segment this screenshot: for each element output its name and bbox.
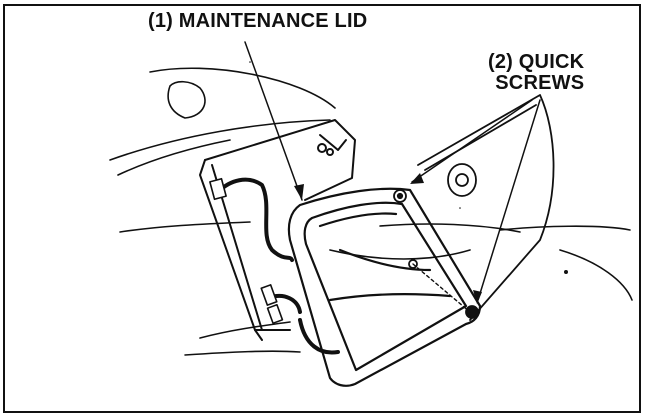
- leader-arrowheads: [294, 173, 482, 304]
- callout-quick-screws-line2: SCREWS: [495, 72, 585, 94]
- callout-quick-screws: (2) QUICK SCREWS: [488, 52, 584, 94]
- alignment-dotted-line: [412, 263, 471, 313]
- side-panel: [417, 94, 555, 321]
- leader-screw-top: [411, 99, 533, 183]
- arrowhead-screw-bottom: [473, 290, 482, 304]
- print-specks: [249, 61, 568, 274]
- arrowhead-lid: [294, 184, 304, 200]
- leader-screw-bottom: [477, 99, 541, 301]
- maintenance-lid-frame: [287, 187, 482, 387]
- leader-lines: [244, 41, 541, 301]
- callout-maintenance-lid: (1) MAINTENANCE LID: [148, 10, 368, 32]
- wire-connectors: [209, 177, 284, 325]
- wire-harness: [216, 177, 340, 355]
- vehicle-body-lines: [109, 67, 633, 356]
- panel-fitting-inner: [455, 173, 469, 187]
- panel-fitting-outer: [447, 163, 477, 197]
- body-opening: [199, 119, 356, 341]
- callout-quick-screws-line1: (2) QUICK: [488, 51, 585, 73]
- arrowhead-screw-top: [410, 173, 424, 184]
- leader-maintenance-lid: [244, 41, 303, 201]
- quick-screw-bottom: [465, 305, 479, 319]
- quick-screws: [393, 189, 479, 319]
- figure-border: [3, 4, 641, 413]
